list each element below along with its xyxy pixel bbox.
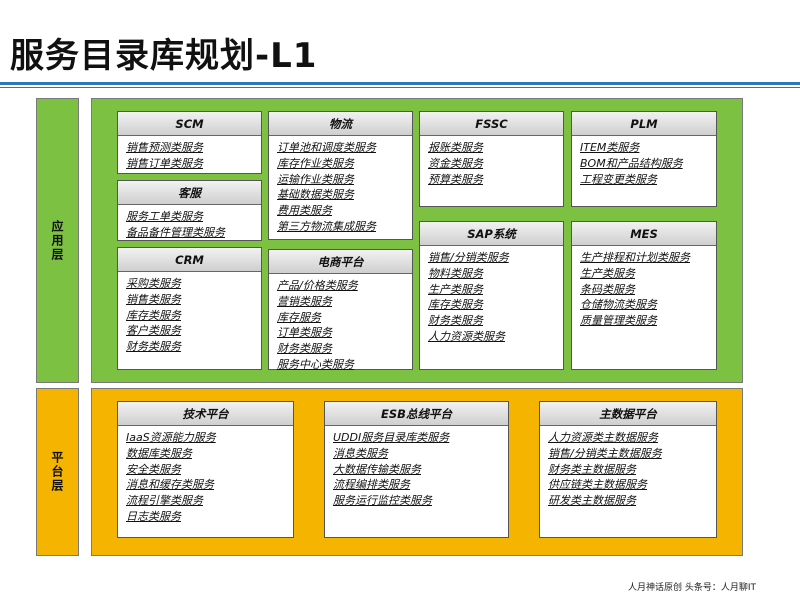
- service-item: 预算类服务: [428, 172, 483, 186]
- platform-layer-label-text: 平台层: [50, 451, 64, 493]
- service-item: 生产类服务: [580, 266, 635, 280]
- scm-box-title: SCM: [118, 112, 261, 136]
- esb-platform-service-list: UDDI服务目录库类服务消息类服务大数据传输类服务流程编排类服务服务运行监控类服…: [325, 426, 508, 509]
- service-item: 采购类服务: [126, 277, 181, 290]
- service-item: 人力资源类服务: [428, 329, 505, 343]
- wuliu-box: 物流 订单池和调度类服务库存作业类服务运输作业类服务基础数据类服务费用类服务第三…: [268, 111, 413, 240]
- crm-service-list: 采购类服务销售类服务库存类服务客户类服务财务类服务: [118, 272, 261, 355]
- service-item: 日志类服务: [126, 509, 181, 523]
- service-item: IaaS资源能力服务: [126, 431, 216, 444]
- esb-platform-box-title: ESB总线平台: [325, 402, 508, 426]
- service-item: 物料类服务: [428, 266, 483, 280]
- service-item: 条码类服务: [580, 282, 635, 296]
- tech-platform-service-list: IaaS资源能力服务数据库类服务安全类服务消息和缓存类服务流程引擎类服务日志类服…: [118, 426, 293, 525]
- service-item: ITEM类服务: [580, 141, 640, 154]
- service-item: 流程引擎类服务: [126, 494, 203, 508]
- dianshang-box: 电商平台 产品/价格类服务营销类服务库存服务订单类服务财务类服务服务中心类服务: [268, 249, 413, 373]
- service-item: 资金类服务: [428, 156, 483, 170]
- service-item: 销售订单类服务: [126, 156, 203, 170]
- service-item: 订单类服务: [277, 326, 332, 340]
- kefu-service-list: 服务工单类服务备品备件管理类服务: [118, 205, 261, 241]
- dianshang-service-list: 产品/价格类服务营销类服务库存服务订单类服务财务类服务服务中心类服务: [269, 274, 412, 373]
- service-item: 财务类服务: [126, 340, 181, 354]
- service-item: 大数据传输类服务: [333, 462, 421, 476]
- application-layer-label: 应用层: [36, 98, 79, 383]
- service-item: 订单池和调度类服务: [277, 141, 376, 154]
- service-item: 备品备件管理类服务: [126, 225, 225, 239]
- service-item: 生产类服务: [428, 282, 483, 296]
- fssc-service-list: 报账类服务资金类服务预算类服务: [420, 136, 563, 187]
- service-item: 消息类服务: [333, 446, 388, 460]
- sap-box-title: SAP系统: [420, 222, 563, 246]
- fssc-box: FSSC 报账类服务资金类服务预算类服务: [419, 111, 564, 207]
- mdm-platform-box-title: 主数据平台: [540, 402, 716, 426]
- service-item: UDDI服务目录库类服务: [333, 431, 450, 444]
- service-item: 质量管理类服务: [580, 314, 657, 328]
- kefu-box-title: 客服: [118, 181, 261, 205]
- service-item: 生产排程和计划类服务: [580, 251, 690, 264]
- scm-service-list: 销售预测类服务销售订单类服务: [118, 136, 261, 172]
- service-item: BOM和产品结构服务: [580, 156, 683, 170]
- service-item: 库存作业类服务: [277, 156, 354, 170]
- dianshang-box-title: 电商平台: [269, 250, 412, 274]
- mes-box-title: MES: [572, 222, 716, 246]
- crm-box-title: CRM: [118, 248, 261, 272]
- service-item: 研发类主数据服务: [548, 494, 636, 508]
- service-item: 服务中心类服务: [277, 357, 354, 371]
- wuliu-box-title: 物流: [269, 112, 412, 136]
- mes-service-list: 生产排程和计划类服务生产类服务条码类服务仓储物流类服务质量管理类服务: [572, 246, 716, 329]
- service-item: 运输作业类服务: [277, 172, 354, 186]
- service-item: 安全类服务: [126, 462, 181, 476]
- mdm-platform-box: 主数据平台 人力资源类主数据服务销售/分销类主数据服务财务类主数据服务供应链类主…: [539, 401, 717, 538]
- service-item: 产品/价格类服务: [277, 279, 358, 292]
- kefu-box: 客服 服务工单类服务备品备件管理类服务: [117, 180, 262, 241]
- plm-service-list: ITEM类服务 BOM和产品结构服务工程变更类服务: [572, 136, 716, 187]
- service-item: 销售类服务: [126, 292, 181, 306]
- service-item: 营销类服务: [277, 294, 332, 308]
- service-item: 财务类服务: [277, 342, 332, 356]
- service-item: 销售/分销类主数据服务: [548, 446, 662, 460]
- service-item: 供应链类主数据服务: [548, 478, 647, 492]
- service-item: 销售/分销类服务: [428, 251, 509, 264]
- page-title: 服务目录库规划-L1: [10, 36, 318, 76]
- wuliu-service-list: 订单池和调度类服务库存作业类服务运输作业类服务基础数据类服务费用类服务第三方物流…: [269, 136, 412, 235]
- fssc-box-title: FSSC: [420, 112, 563, 136]
- scm-box: SCM 销售预测类服务销售订单类服务: [117, 111, 262, 174]
- service-item: 库存类服务: [428, 298, 483, 312]
- service-item: 基础数据类服务: [277, 188, 354, 202]
- esb-platform-box: ESB总线平台 UDDI服务目录库类服务消息类服务大数据传输类服务流程编排类服务…: [324, 401, 509, 538]
- footer-credit: 人月神话原创 头条号：人月聊IT: [628, 583, 757, 593]
- plm-box-title: PLM: [572, 112, 716, 136]
- service-item: 客户类服务: [126, 324, 181, 338]
- title-rule-top: [0, 82, 800, 85]
- service-item: 服务工单类服务: [126, 210, 203, 223]
- service-item: 费用类服务: [277, 204, 332, 218]
- service-item: 流程编排类服务: [333, 478, 410, 492]
- service-item: 服务运行监控类服务: [333, 494, 432, 508]
- sap-box: SAP系统 销售/分销类服务物料类服务生产类服务库存类服务财务类服务人力资源类服…: [419, 221, 564, 370]
- service-item: 数据库类服务: [126, 446, 192, 460]
- service-item: 销售预测类服务: [126, 141, 203, 154]
- service-item: 第三方物流集成服务: [277, 219, 376, 233]
- service-item: 工程变更类服务: [580, 172, 657, 186]
- mes-box: MES 生产排程和计划类服务生产类服务条码类服务仓储物流类服务质量管理类服务: [571, 221, 717, 370]
- service-item: 仓储物流类服务: [580, 298, 657, 312]
- plm-box: PLM ITEM类服务 BOM和产品结构服务工程变更类服务: [571, 111, 717, 207]
- sap-service-list: 销售/分销类服务物料类服务生产类服务库存类服务财务类服务人力资源类服务: [420, 246, 563, 345]
- mdm-platform-service-list: 人力资源类主数据服务销售/分销类主数据服务财务类主数据服务供应链类主数据服务研发…: [540, 426, 716, 509]
- service-item: 库存服务: [277, 310, 321, 324]
- tech-platform-box: 技术平台 IaaS资源能力服务数据库类服务安全类服务消息和缓存类服务流程引擎类服…: [117, 401, 294, 538]
- application-layer-label-text: 应用层: [50, 219, 64, 262]
- crm-box: CRM 采购类服务销售类服务库存类服务客户类服务财务类服务: [117, 247, 262, 370]
- service-item: 报账类服务: [428, 141, 483, 154]
- service-item: 财务类服务: [428, 314, 483, 328]
- tech-platform-box-title: 技术平台: [118, 402, 293, 426]
- service-item: 库存类服务: [126, 308, 181, 322]
- service-item: 人力资源类主数据服务: [548, 431, 658, 444]
- service-item: 财务类主数据服务: [548, 462, 636, 476]
- title-rule-bottom: [0, 87, 800, 88]
- platform-layer-label: 平台层: [36, 388, 79, 556]
- service-item: 消息和缓存类服务: [126, 478, 214, 492]
